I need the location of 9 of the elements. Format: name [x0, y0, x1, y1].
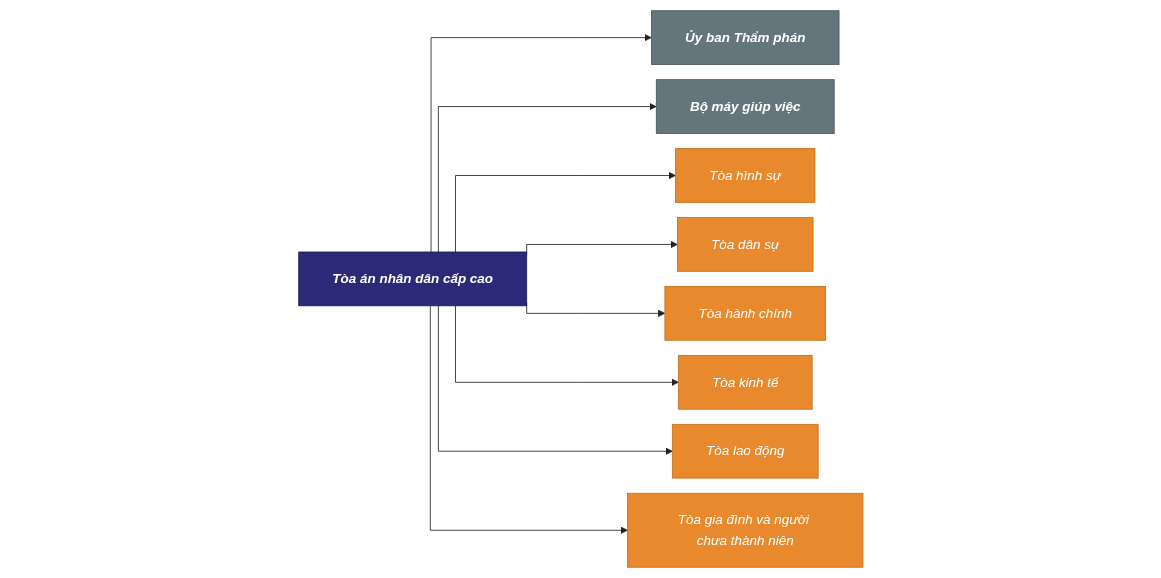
node-box: Tòa gia đình và người chưa thành niên: [626, 492, 863, 568]
node-box: Tòa hành chính: [664, 286, 826, 341]
node-box: Tòa án nhân dân cấp cao: [297, 251, 527, 307]
node-box: Tòa dân sự: [676, 217, 814, 272]
node-box: Tòa hình sự: [674, 148, 815, 203]
node-box: Tòa kinh tế: [677, 355, 813, 410]
node-box: Tòa lao động: [671, 423, 819, 479]
node-box: Bộ máy giúp việc: [655, 79, 835, 134]
node-box: Ủy ban Thẩm phán: [650, 10, 840, 65]
